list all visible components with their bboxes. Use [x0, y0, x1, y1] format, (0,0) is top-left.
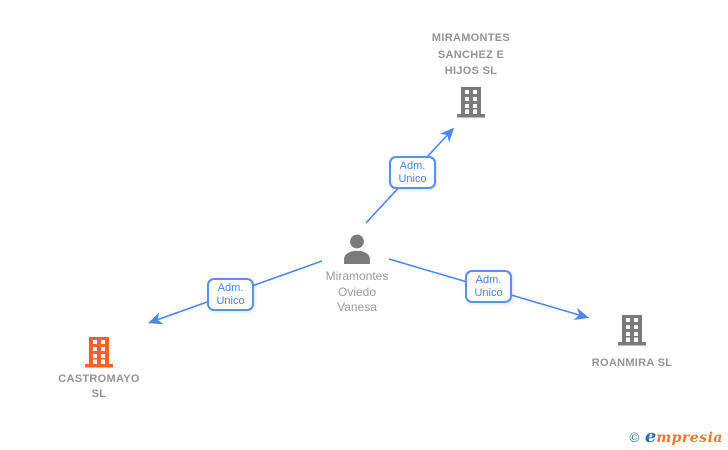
- building-icon: [457, 86, 485, 117]
- building-icon: [618, 315, 646, 346]
- brand-initial: e: [644, 426, 657, 447]
- copyright-icon: ©: [627, 431, 641, 446]
- edge-label-line: Unico: [398, 172, 427, 185]
- edge-label-line: Adm.: [399, 159, 426, 172]
- person-name-line: Vanesa: [337, 300, 377, 314]
- node-company-miramontes-sanchez-e-hijos[interactable]: MIRAMONTES SANCHEZ E HIJOS SL: [391, 30, 551, 118]
- person-icon: [344, 234, 370, 264]
- person-name: Miramontes Oviedo Vanesa: [326, 269, 389, 316]
- company-name-line: MIRAMONTES: [431, 32, 511, 44]
- edge-label-adm-unico-right: Adm. Unico: [465, 270, 512, 303]
- company-name-line: CASTROMAYO: [58, 373, 140, 385]
- person-name-line: Oviedo: [337, 284, 377, 299]
- edge-label-line: Unico: [216, 294, 245, 307]
- node-person-miramontes-oviedo-vanesa[interactable]: Miramontes Oviedo Vanesa: [277, 234, 437, 316]
- company-name: CASTROMAYO SL: [58, 372, 139, 402]
- empresia-logo: © e mpresia: [628, 426, 723, 447]
- company-name-line: HIJOS SL: [444, 65, 498, 77]
- company-name-line: SL: [91, 388, 107, 400]
- company-name-line: SANCHEZ E: [437, 48, 505, 61]
- edge-label-line: Adm.: [475, 273, 502, 286]
- person-name-line: Miramontes: [325, 269, 389, 283]
- node-company-roanmira[interactable]: ROANMIRA SL: [552, 315, 712, 371]
- brand-name: mpresia: [656, 430, 723, 446]
- company-name: ROANMIRA SL: [592, 356, 673, 371]
- node-company-castromayo[interactable]: CASTROMAYO SL: [19, 337, 179, 402]
- company-name-line: ROANMIRA SL: [591, 357, 673, 369]
- edge-label-line: Adm.: [217, 281, 244, 294]
- edge-label-adm-unico-left: Adm. Unico: [207, 278, 254, 311]
- building-icon: [85, 337, 113, 368]
- company-name: MIRAMONTES SANCHEZ E HIJOS SL: [432, 30, 510, 80]
- edge-label-adm-unico-top: Adm. Unico: [389, 156, 436, 189]
- edge-label-line: Unico: [474, 286, 503, 299]
